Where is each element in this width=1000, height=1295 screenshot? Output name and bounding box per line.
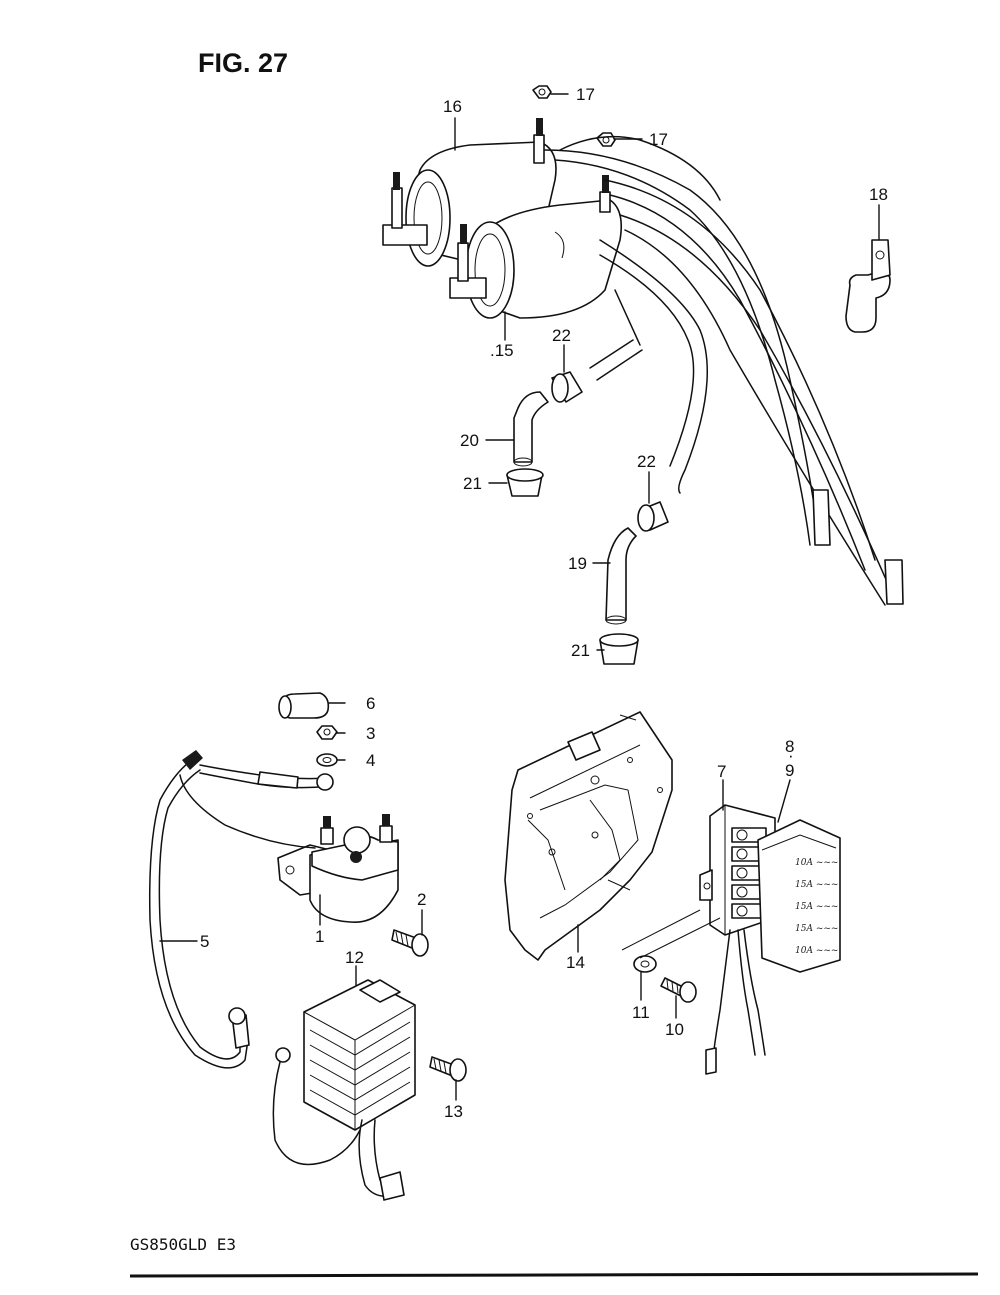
lead-cap-22-upper: [551, 371, 583, 403]
callout-1: 1: [315, 927, 324, 946]
callout-21-upper: 21: [463, 474, 482, 493]
screw-2: [391, 929, 429, 957]
callout-16: 16: [443, 97, 462, 116]
ignition-coil-16: [382, 118, 557, 267]
battery-lead-5: [148, 750, 334, 1069]
nut-17-second: [596, 132, 616, 147]
callout-17-second: 17: [649, 130, 668, 149]
svg-text:10A ~~~: 10A ~~~: [795, 946, 838, 956]
svg-text:10A ~~~: 10A ~~~: [795, 858, 838, 868]
screw-10: [660, 977, 697, 1003]
ignition-coil-15: [449, 175, 623, 319]
callout-2: 2: [417, 890, 426, 909]
callout-20: 20: [460, 431, 479, 450]
plug-cap-19: [605, 527, 637, 625]
svg-text:15A ~~~: 15A ~~~: [795, 924, 838, 934]
high-tension-leads: [544, 135, 904, 606]
nut-17-top: [532, 85, 552, 99]
nut-3: [316, 725, 338, 740]
svg-text:15A ~~~: 15A ~~~: [795, 902, 838, 912]
callout-15: .15: [490, 341, 514, 360]
washer-11: [633, 955, 657, 973]
callout-22-lower: 22: [637, 452, 656, 471]
callout-12: 12: [345, 948, 364, 967]
seal-21-upper: [506, 468, 544, 497]
assembly-guide-lines: [621, 909, 721, 959]
callout-5: 5: [200, 932, 209, 951]
callout-22-upper: 22: [552, 326, 571, 345]
callout-21-lower: 21: [571, 641, 590, 660]
callout-10: 10: [665, 1020, 684, 1039]
callout-17-top: 17: [576, 85, 595, 104]
starter-relay-1: [277, 814, 399, 923]
callout-7: 7: [717, 762, 726, 781]
seal-21-lower: [599, 633, 639, 665]
screw-13: [429, 1056, 467, 1082]
leader-lines: [159, 93, 880, 1101]
svg-text:15A ~~~: 15A ~~~: [795, 880, 838, 890]
footer-rule: [129, 1272, 979, 1278]
model-code: GS850GLD E3: [130, 1235, 236, 1254]
plug-cap-20: [513, 391, 549, 467]
regulator-rectifier-12: [272, 979, 416, 1201]
callout-13: 13: [444, 1102, 463, 1121]
callout-11: 11: [632, 1003, 650, 1022]
callout-19: 19: [568, 554, 587, 573]
lead-cap-22-lower: [637, 501, 669, 532]
clamp-18: [845, 239, 891, 333]
callout-14: 14: [566, 953, 585, 972]
callout-3: 3: [366, 724, 375, 743]
callout-8-dot: ·: [788, 746, 794, 765]
fuse-box-7: [699, 804, 776, 1075]
fuse-cover-9: 10A ~~~ 15A ~~~ 15A ~~~ 15A ~~~ 10A ~~~: [757, 819, 841, 973]
callout-9: 9: [785, 761, 794, 780]
washer-4: [316, 753, 338, 767]
mounting-plate-14: [504, 711, 673, 961]
callout-8: 8: [785, 737, 794, 756]
terminal-cover-6: [278, 692, 330, 719]
callout-6: 6: [366, 694, 375, 713]
callout-4: 4: [366, 751, 375, 770]
callout-18: 18: [869, 185, 888, 204]
figure-title: FIG. 27: [198, 48, 288, 78]
